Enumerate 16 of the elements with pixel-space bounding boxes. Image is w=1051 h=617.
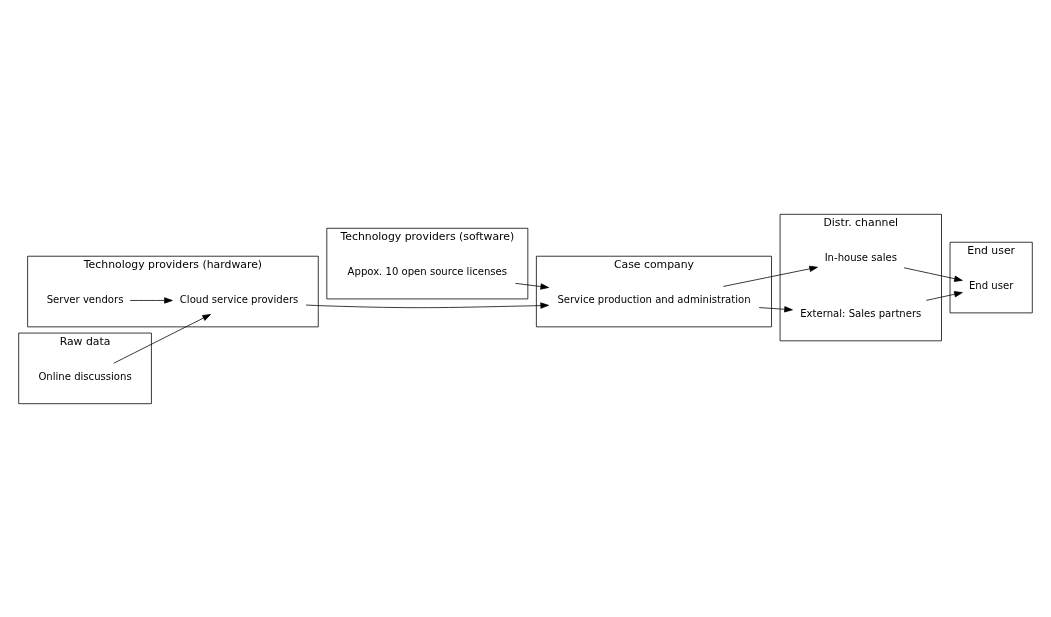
arrow bbox=[129, 296, 173, 304]
node-text: Appox. 10 open source licenses bbox=[347, 265, 508, 277]
node-text: Server vendors bbox=[46, 293, 124, 305]
node-text: In-house sales bbox=[824, 251, 897, 263]
node-text: Cloud service providers bbox=[179, 293, 299, 305]
arrow bbox=[515, 282, 549, 290]
arrow bbox=[758, 305, 793, 312]
arrow bbox=[113, 313, 211, 364]
arrow bbox=[925, 290, 963, 301]
node-text: External: Sales partners bbox=[800, 307, 922, 319]
arrow bbox=[903, 266, 963, 282]
node-text: Service production and administration bbox=[557, 293, 751, 305]
node-text: End user bbox=[969, 279, 1014, 291]
node-text: Online discussions bbox=[38, 370, 132, 382]
arrow bbox=[305, 301, 549, 309]
arrow bbox=[722, 265, 818, 287]
